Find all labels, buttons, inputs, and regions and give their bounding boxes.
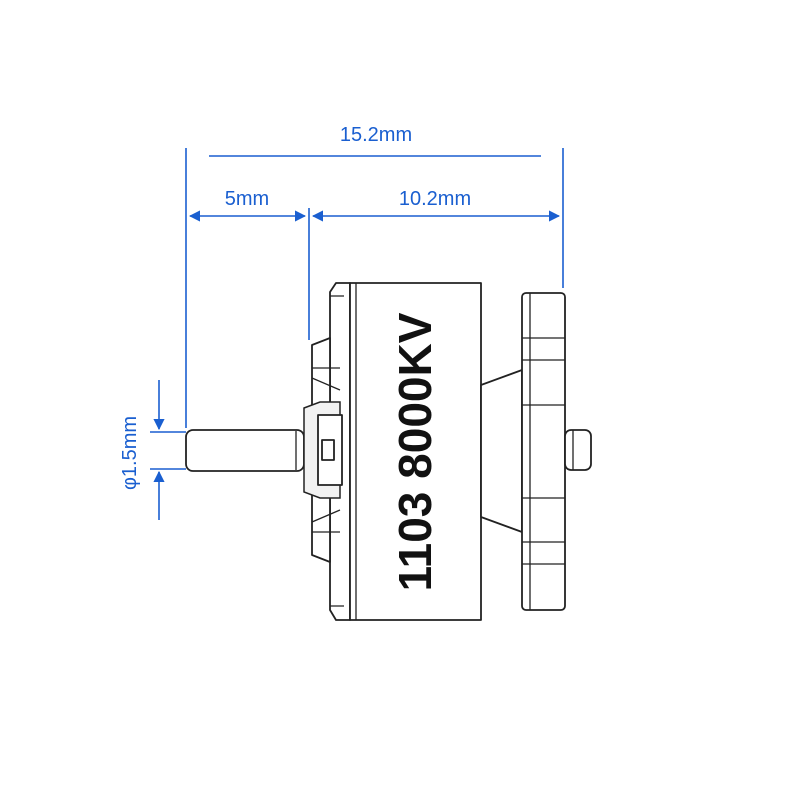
stator-neck [480, 369, 523, 533]
motor-label: 1103 8000KV [389, 312, 441, 591]
motor-shaft [185, 429, 305, 472]
rear-mount-plate [521, 292, 566, 611]
dimension-label-body: 10.2mm [399, 188, 471, 210]
rear-screw [564, 429, 592, 471]
motor-body [349, 282, 482, 621]
dimension-lines [150, 148, 564, 520]
dimension-label-shaft: 5mm [225, 188, 269, 210]
motor-drawing: 1103 8000KV [185, 282, 592, 621]
dimension-label-total: 15.2mm [340, 124, 412, 146]
dimension-label-diameter: φ1.5mm [119, 416, 141, 490]
